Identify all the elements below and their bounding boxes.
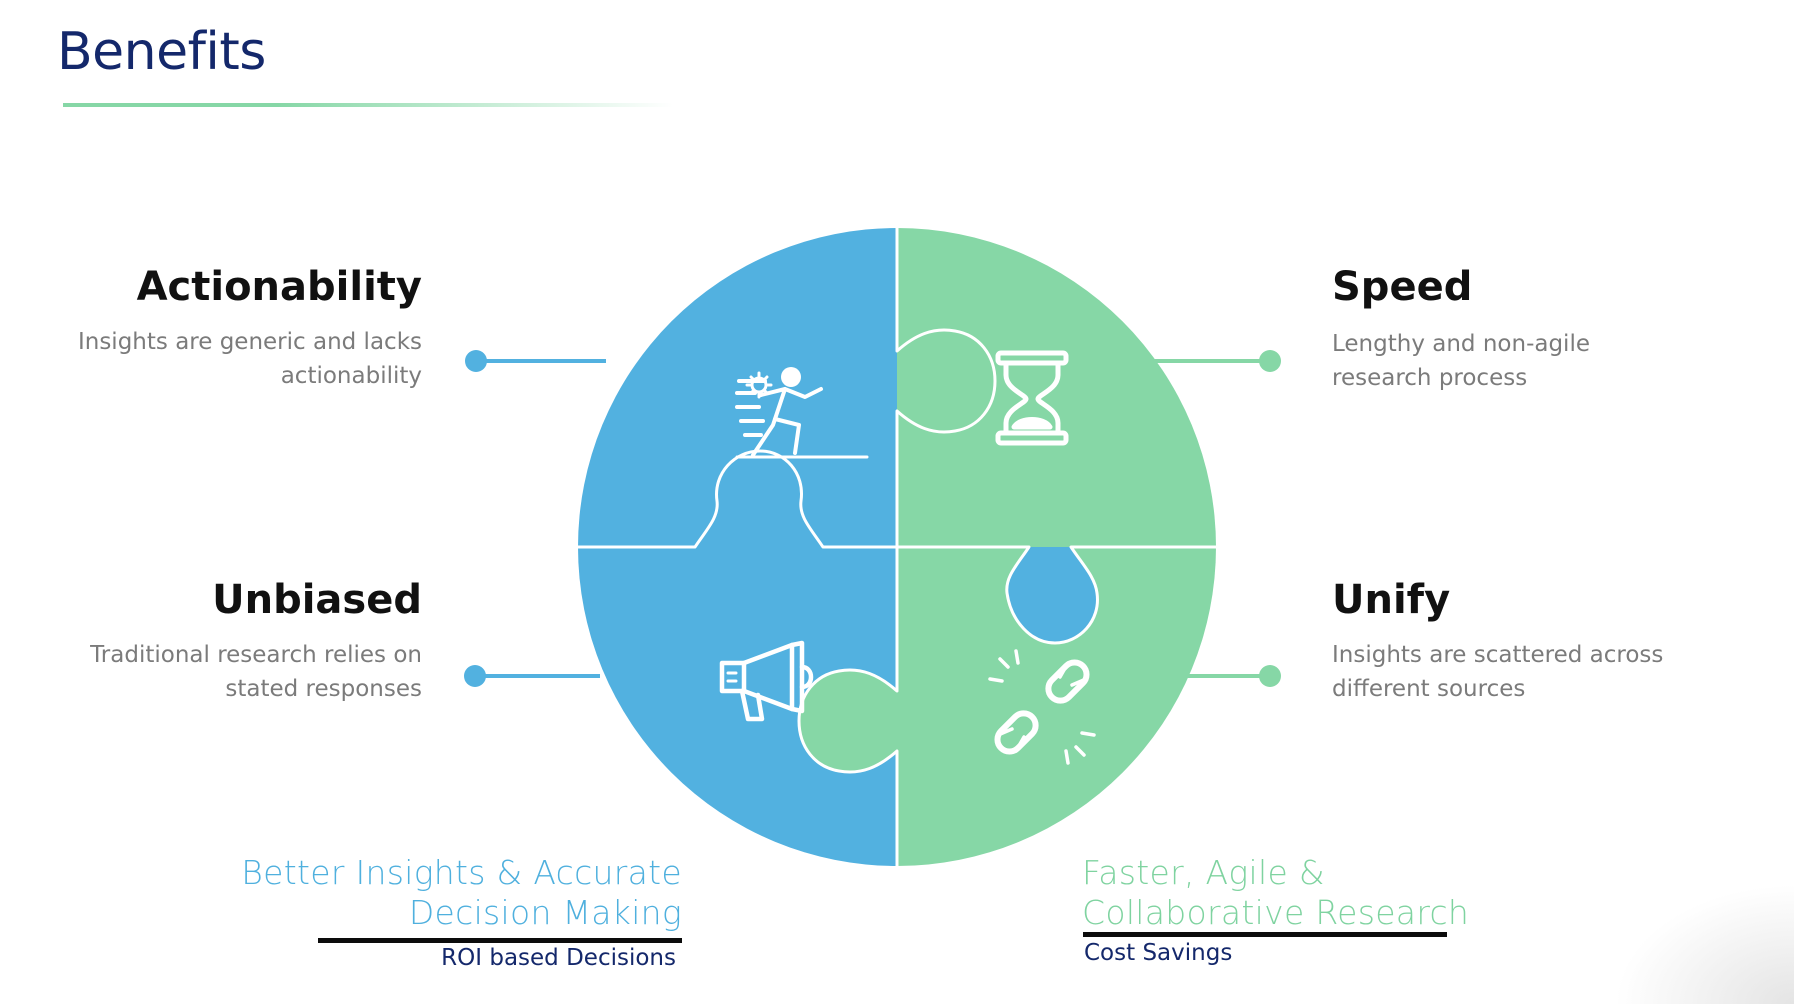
desc-actionability-line1: Insights are generic and lacks [77,329,422,355]
desc-speed-line1: Lengthy and non-agile [1332,331,1590,357]
desc-unify: Insights are scattered across different … [1332,638,1663,706]
outcome-left-divider [318,938,682,943]
outcome-right-divider [1083,932,1447,937]
puzzle-piece-bottom-left [578,547,897,866]
outcome-right-sub: Cost Savings [1084,940,1233,966]
outcome-right-line2: Collaborative Research [1082,893,1470,932]
desc-unbiased-line1: Traditional research relies on [90,642,422,668]
outcome-left-heading: Better Insights & Accurate Decision Maki… [241,853,682,933]
knob-unify [1006,547,1098,643]
desc-speed: Lengthy and non-agile research process [1332,327,1590,395]
megaphone-icon [719,640,814,722]
outcome-right-heading: Faster, Agile & Collaborative Research [1082,853,1469,933]
running-person-gear-icon [735,367,869,459]
puzzle-piece-bottom-right [897,547,1216,866]
desc-unify-line2: different sources [1332,676,1526,702]
knob-speed [897,329,995,433]
desc-actionability-line2: actionability [280,363,422,389]
seam-vertical [797,227,997,867]
knob-unbiased [799,669,897,773]
connector-actionability [465,350,606,372]
page-title: Benefits [57,22,266,82]
heading-unify: Unify [1332,577,1451,623]
knob-actionability [695,451,823,547]
seam-horizontal [577,449,1217,645]
desc-unbiased: Traditional research relies on stated re… [90,638,422,706]
puzzle-piece-top-right [897,228,1216,547]
corner-shadow [1614,884,1794,1004]
title-underline [63,103,673,107]
connector-unbiased [464,665,600,687]
desc-actionability: Insights are generic and lacks actionabi… [78,325,422,393]
hourglass-icon [995,350,1069,446]
heading-actionability: Actionability [136,264,422,310]
heading-speed: Speed [1332,264,1473,310]
heading-unbiased: Unbiased [212,577,422,623]
desc-speed-line2: research process [1332,365,1528,391]
desc-unify-line1: Insights are scattered across [1332,642,1664,668]
outcome-left-sub: ROI based Decisions [441,945,676,971]
connector-speed [1140,350,1281,372]
desc-unbiased-line2: stated responses [225,676,422,702]
outcome-right-line1: Faster, Agile & [1082,853,1325,892]
outcome-left-line2: Decision Making [408,893,682,932]
puzzle-circle [577,227,1217,867]
puzzle-piece-top-left [578,228,897,547]
outcome-left-line1: Better Insights & Accurate [241,853,682,892]
broken-link-icon [988,649,1096,765]
